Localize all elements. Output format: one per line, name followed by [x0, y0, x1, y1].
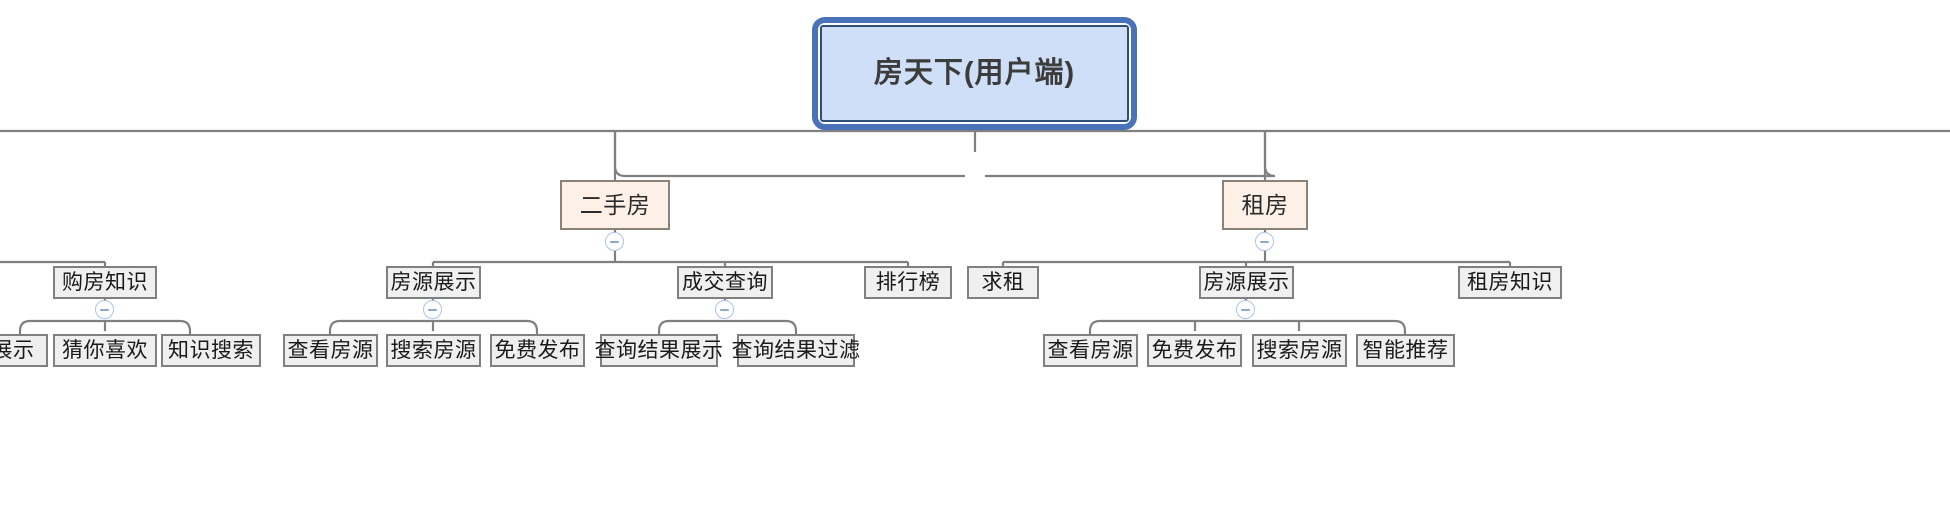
node-查看房源-二手房[interactable]: 查看房源	[283, 334, 378, 367]
node-查看房源-租房[interactable]: 查看房源	[1043, 334, 1138, 367]
collapse-toggle-购房知识[interactable]	[95, 300, 114, 319]
node-排行榜[interactable]: 排行榜	[864, 266, 952, 299]
collapse-toggle-房源展示-租房[interactable]	[1236, 300, 1255, 319]
node-猜你喜欢[interactable]: 猜你喜欢	[53, 334, 157, 367]
collapse-toggle-房源展示-二手房[interactable]	[423, 300, 442, 319]
node-租房[interactable]: 租房	[1222, 180, 1308, 230]
node-搜索房源-租房[interactable]: 搜索房源	[1252, 334, 1347, 367]
node-查询结果展示[interactable]: 查询结果展示	[595, 334, 723, 367]
minus-circle-icon	[720, 308, 729, 311]
node-搜索房源-二手房[interactable]: 搜索房源	[386, 334, 481, 367]
node-查询结果过滤[interactable]: 查询结果过滤	[732, 334, 860, 367]
minus-circle-icon	[1260, 240, 1269, 243]
node-二手房[interactable]: 二手房	[560, 180, 670, 230]
node-知识搜索[interactable]: 知识搜索	[161, 334, 261, 367]
node-免费发布-二手房[interactable]: 免费发布	[490, 334, 585, 367]
minus-circle-icon	[100, 308, 109, 311]
node-房源展示-二手房[interactable]: 房源展示	[386, 266, 481, 299]
root-node-房天下用户端[interactable]: 房天下(用户端)	[820, 25, 1129, 122]
node-求租[interactable]: 求租	[967, 266, 1039, 299]
node-购房知识[interactable]: 购房知识	[53, 266, 157, 299]
minus-circle-icon	[428, 308, 437, 311]
node-免费发布-租房[interactable]: 免费发布	[1147, 334, 1242, 367]
collapse-toggle-二手房[interactable]	[605, 232, 624, 251]
node-成交查询[interactable]: 成交查询	[677, 266, 773, 299]
collapse-toggle-租房[interactable]	[1255, 232, 1274, 251]
node-房源展示-租房[interactable]: 房源展示	[1199, 266, 1294, 299]
node-租房知识[interactable]: 租房知识	[1458, 266, 1562, 299]
collapse-toggle-成交查询[interactable]	[715, 300, 734, 319]
minus-circle-icon	[1241, 308, 1250, 311]
node-智能推荐[interactable]: 智能推荐	[1356, 334, 1455, 367]
node-展示[interactable]: 展示	[0, 334, 48, 367]
minus-circle-icon	[610, 240, 619, 243]
